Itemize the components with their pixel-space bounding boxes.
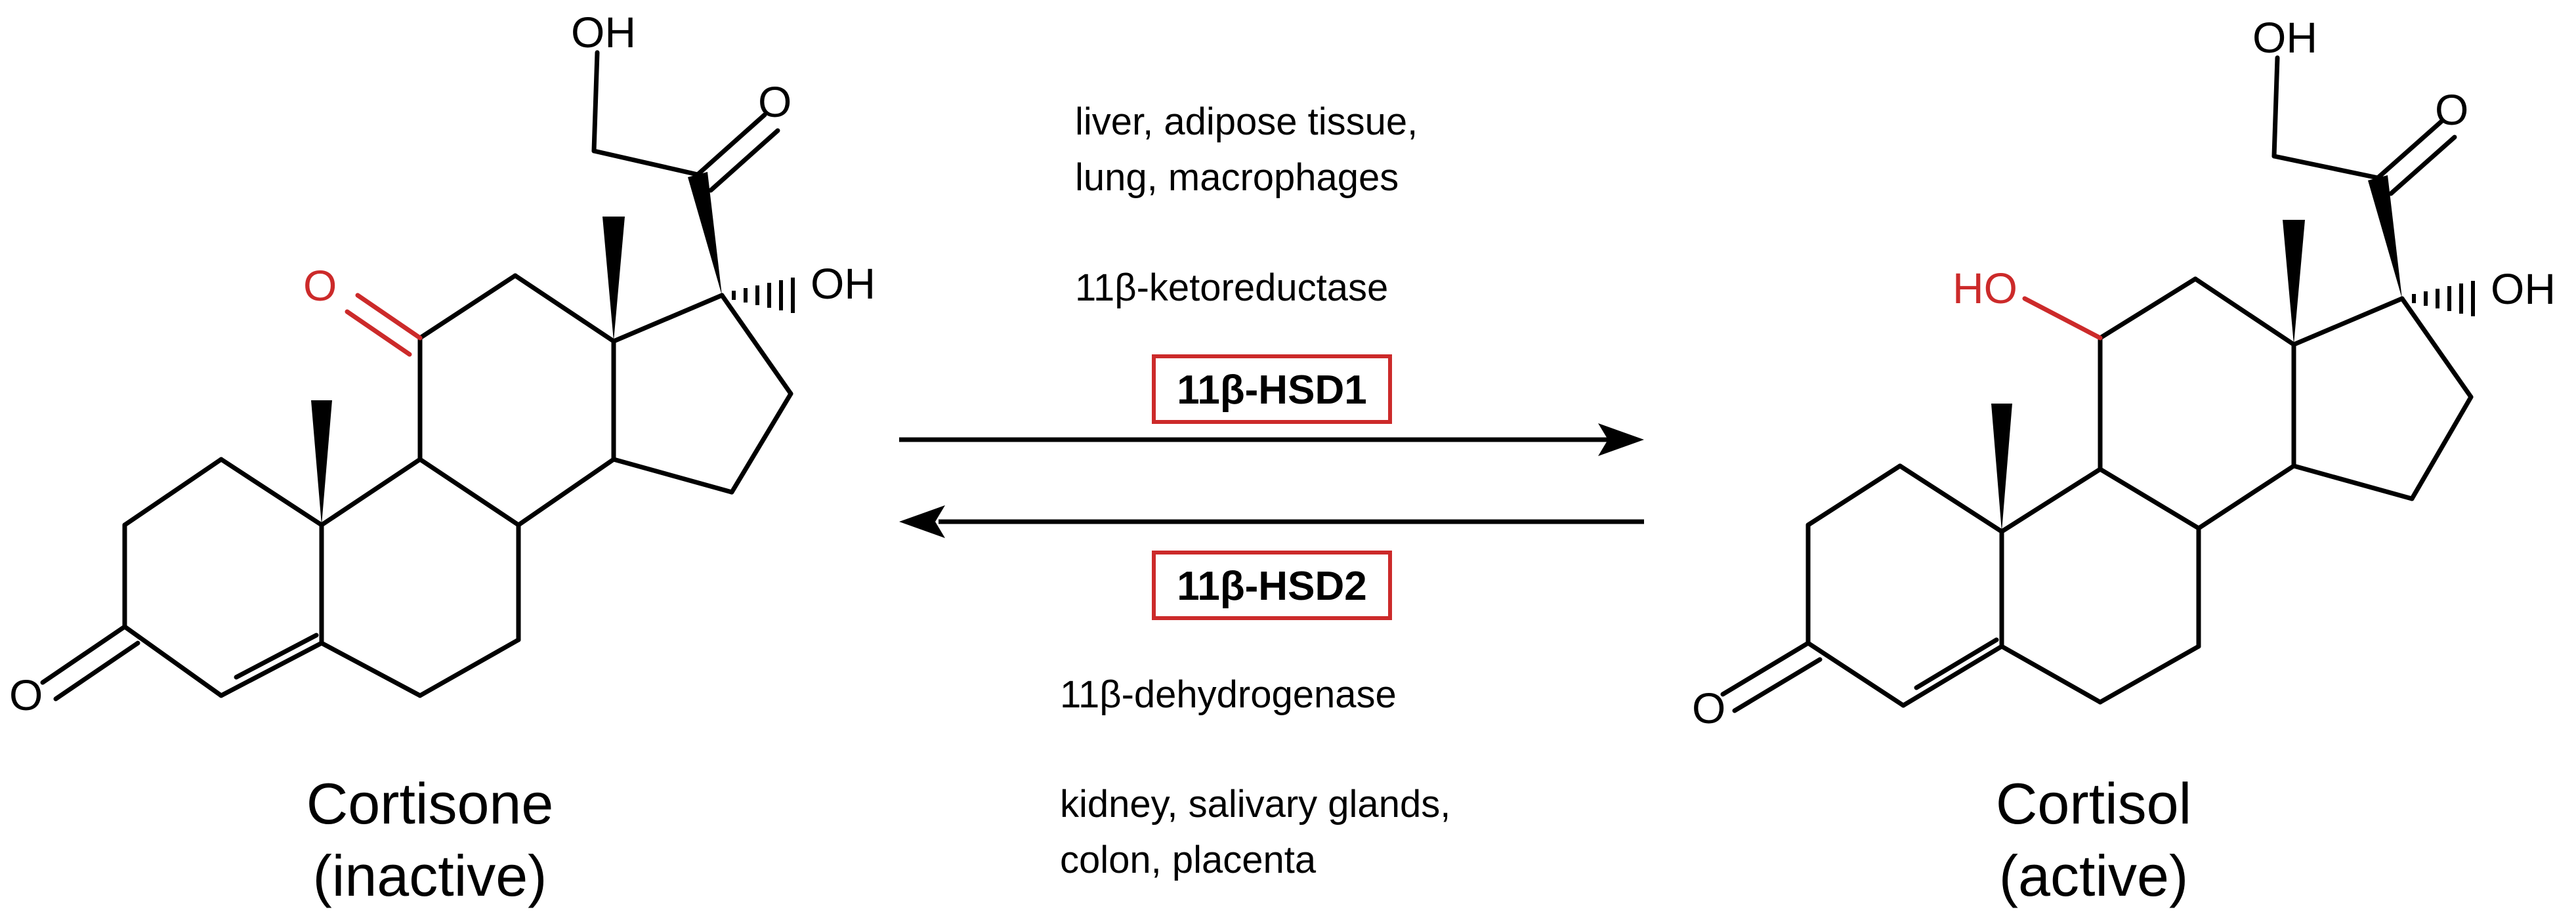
forward-activity-label: 11β-ketoreductase [1075, 266, 1388, 309]
c3-carbonyl: O [1692, 640, 1823, 732]
c17-hydroxyl-label: OH [2491, 264, 2556, 313]
reverse-activity-label: 11β-dehydrogenase [1060, 673, 1397, 716]
forward-tissues-line1: liver, adipose tissue, [1075, 100, 1418, 143]
ring-c-bonds [2098, 276, 2296, 531]
c13-methyl-wedge [2283, 220, 2305, 345]
c11-oxygen-label: O [303, 261, 337, 310]
ring-c-bonds [417, 273, 616, 528]
c3-oxygen-label: O [1692, 684, 1725, 732]
c17-hashed-bond [2412, 281, 2475, 316]
side-oxygen-label: O [2435, 85, 2468, 134]
c17-hashed-bond [732, 278, 795, 313]
ring-a-bonds [122, 457, 324, 698]
ring-b-bonds [319, 457, 521, 698]
ring-b-bonds [1999, 467, 2201, 705]
top-hydroxyl-label: OH [2252, 13, 2317, 62]
hsd2-enzyme-label: 11β-HSD2 [1177, 564, 1366, 609]
forward-arrowhead [1598, 423, 1644, 456]
cortisol-structure: O HO [1692, 13, 2556, 908]
reverse-tissues-line1: kidney, salivary glands, [1060, 783, 1450, 826]
c13-methyl-wedge [602, 217, 625, 341]
cortisol-name: Cortisol [1996, 771, 2191, 836]
reverse-arrowhead [899, 505, 945, 538]
hsd1-enzyme-label: 11β-HSD1 [1177, 367, 1366, 413]
cortisone-name: Cortisone [306, 771, 554, 836]
ring-a-bonds [1805, 463, 2004, 708]
forward-tissues-line2: lung, macrophages [1075, 156, 1399, 199]
ring-d-bonds [2291, 296, 2474, 501]
c11-hydroxyl-label: HO [1953, 264, 2017, 312]
cortisol-state: (active) [1999, 843, 2189, 908]
c11-ketone: O [303, 261, 423, 357]
c3-oxygen-label: O [9, 671, 43, 719]
ring-d-bonds [611, 293, 793, 495]
cortisone-state: (inactive) [313, 843, 547, 908]
reaction-center: liver, adipose tissue, lung, macrophages… [899, 100, 1644, 881]
c11-hydroxyl: HO [1953, 264, 2103, 341]
cortisone-structure: O O [9, 8, 876, 908]
c17-hydroxyl-label: OH [811, 259, 876, 308]
hsd1-enzyme-box [1152, 354, 1392, 424]
top-hydroxyl-label: OH [571, 8, 636, 56]
c10-methyl-wedge [311, 400, 332, 525]
c17-sidechain-wedge [688, 172, 722, 295]
c17-sidechain-wedge [2368, 175, 2402, 299]
side-oxygen-label: O [758, 77, 792, 126]
c10-methyl-wedge [1991, 404, 2012, 532]
c3-carbonyl: O [9, 624, 140, 719]
reverse-tissues-line2: colon, placenta [1060, 839, 1317, 881]
hsd2-enzyme-box [1152, 551, 1392, 620]
